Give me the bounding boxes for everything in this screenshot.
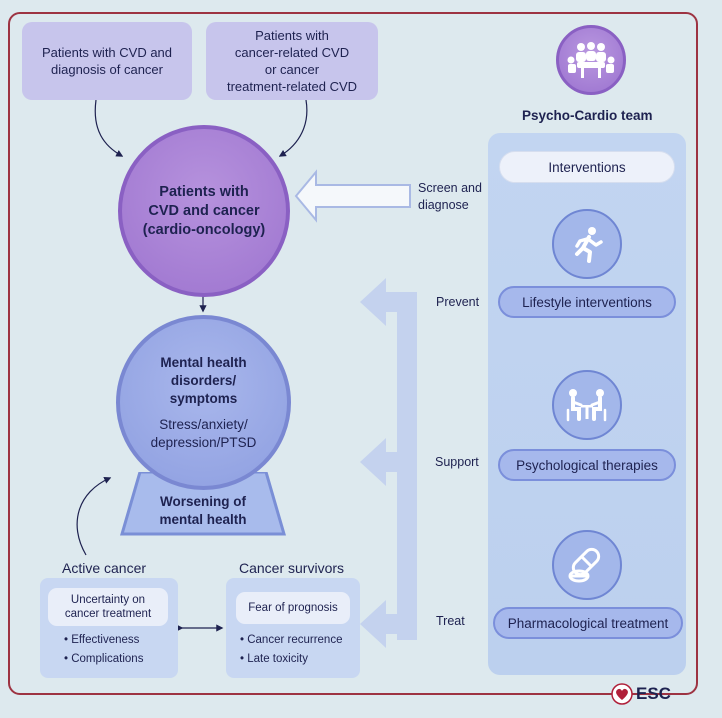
top-circle-line: CVD and cancer	[148, 202, 260, 219]
base-label-line: Worsening of	[160, 494, 246, 509]
top-circle-line: Patients with	[159, 183, 249, 200]
uncertainty-pill: Uncertainty on cancer treatment	[48, 588, 168, 626]
interventions-header: Interventions	[499, 151, 675, 183]
mid-title-line: disorders/	[170, 372, 237, 388]
connector-right-source	[278, 99, 308, 157]
runner-icon	[552, 209, 622, 279]
cancer-survivors-title: Cancer survivors	[239, 560, 345, 576]
source-left-line: diagnosis of cancer	[50, 62, 163, 77]
pill-line: Uncertainty on	[70, 594, 146, 606]
connector-active-to-base	[76, 477, 112, 556]
source-left-line: Patients with CVD and	[41, 45, 173, 60]
worsening-base	[120, 472, 286, 536]
active-cancer-box: Uncertainty on cancer treatment Effectiv…	[40, 578, 178, 678]
mid-sub-line: Stress/anxiety/	[159, 416, 248, 432]
bullet-item: Cancer recurrence	[240, 631, 342, 650]
therapy-session-icon	[552, 370, 622, 440]
base-label-line: mental health	[159, 512, 247, 527]
screen-label-line: diagnose	[418, 198, 469, 212]
source-right-line: Patients with	[255, 28, 329, 43]
outer-frame	[8, 12, 698, 695]
bullet-item: Late toxicity	[240, 650, 342, 669]
source-right-line: or cancer	[264, 62, 320, 77]
psychological-therapies-pill: Psychological therapies	[498, 449, 676, 481]
heart-logo-icon	[611, 683, 633, 705]
prevent-label: Prevent	[436, 295, 480, 309]
screen-arrow	[294, 169, 411, 223]
cancer-survivors-box: Fear of prognosis Cancer recurrence Late…	[226, 578, 360, 678]
treat-label: Treat	[436, 614, 465, 628]
fear-prognosis-pill: Fear of prognosis	[236, 592, 350, 624]
esc-logo-text: ESC	[636, 684, 671, 703]
screen-label-line: Screen and	[418, 181, 482, 195]
bullet-item: Complications	[64, 650, 143, 669]
connector-left-source	[94, 99, 124, 157]
bullet-item: Effectiveness	[64, 631, 143, 650]
active-cancer-bullets: Effectiveness Complications	[64, 631, 143, 669]
mid-title-line: symptoms	[169, 390, 238, 406]
source-box-cancer-related-cvd: Patients with cancer-related CVD or canc…	[206, 22, 378, 100]
lifestyle-interventions-pill: Lifestyle interventions	[498, 286, 676, 318]
mid-title-line: Mental health	[160, 354, 247, 370]
interventions-panel: Interventions Lifestyle interventions	[488, 133, 686, 675]
esc-logo: ESC	[611, 683, 671, 705]
mid-sub-line: depression/PTSD	[150, 434, 257, 450]
source-right-line: cancer-related CVD	[234, 45, 350, 60]
team-title: Psycho-Cardio team	[522, 108, 653, 123]
pharmacological-treatment-pill: Pharmacological treatment	[493, 607, 683, 639]
support-label: Support	[435, 455, 479, 469]
active-cancer-title: Active cancer	[62, 560, 147, 576]
screen-diagnose-label: Screen and diagnose	[418, 180, 482, 214]
intervention-arrows	[360, 278, 417, 648]
survivors-bullets: Cancer recurrence Late toxicity	[240, 631, 342, 669]
mental-health-circle: Mental health disorders/ symptoms Stress…	[116, 315, 291, 490]
top-circle-line: (cardio-oncology)	[142, 221, 266, 238]
source-box-cvd-cancer: Patients with CVD and diagnosis of cance…	[22, 22, 192, 100]
pill-line: cancer treatment	[64, 608, 152, 620]
team-meeting-icon	[556, 25, 626, 95]
source-right-line: treatment-related CVD	[226, 79, 358, 94]
cardio-oncology-circle: Patients with CVD and cancer (cardio-onc…	[118, 125, 290, 297]
worsening-label: Worsening of mental health	[118, 493, 288, 529]
pills-icon	[552, 530, 622, 600]
